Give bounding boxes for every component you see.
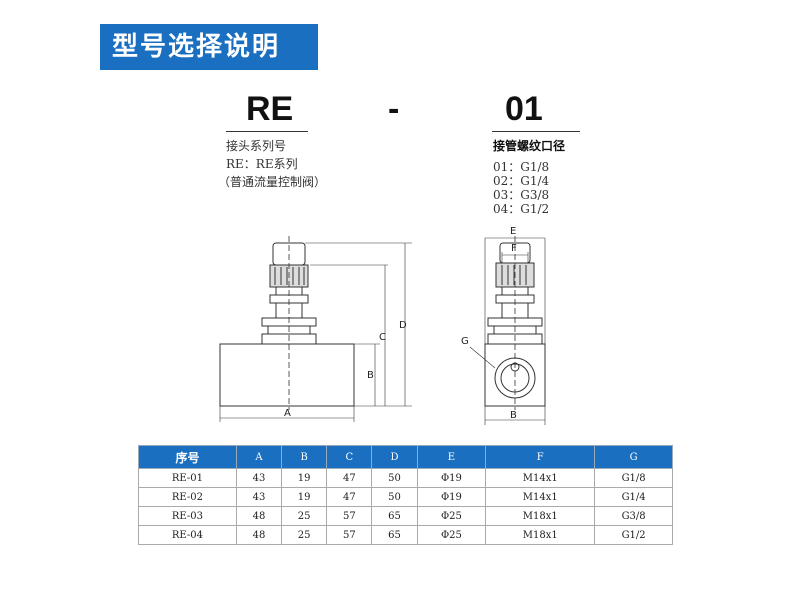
- col-header-g: G: [594, 445, 673, 469]
- prefix-underline: [226, 131, 308, 132]
- cell-e: Φ25: [416, 506, 487, 526]
- prefix-note-re: RE：RE系列: [226, 157, 298, 171]
- cell-a: 43: [235, 468, 283, 488]
- cell-model: RE-02: [138, 487, 237, 507]
- cell-c: 57: [326, 506, 373, 526]
- table-row: RE-02 43 19 47 50 Φ19 M14x1 G1/4: [138, 487, 673, 507]
- col-header-a: A: [235, 445, 283, 469]
- thread-option: 01：G1/8: [493, 160, 550, 174]
- cell-b: 25: [281, 525, 328, 545]
- cell-c: 47: [326, 468, 373, 488]
- side-view-drawing: [219, 236, 412, 422]
- col-header-e: E: [416, 445, 487, 469]
- prefix-note-desc: （普通流量控制阀）: [218, 175, 327, 189]
- cell-e: Φ19: [416, 487, 487, 507]
- cell-a: 48: [235, 506, 283, 526]
- cell-d: 65: [371, 525, 418, 545]
- cell-d: 50: [371, 468, 418, 488]
- table-row: RE-01 43 19 47 50 Φ19 M14x1 G1/8: [138, 468, 673, 488]
- table-row: RE-03 48 25 57 65 Φ25 M18x1 G3/8: [138, 506, 673, 526]
- dim-label-d: D: [399, 320, 407, 331]
- dim-label-a: A: [284, 408, 291, 419]
- cell-f: M14x1: [485, 468, 596, 488]
- dim-label-b-front: B: [510, 410, 517, 421]
- prefix-note-series: 接头系列号: [226, 139, 287, 153]
- model-code-suffix: 01: [505, 90, 543, 128]
- cell-c: 47: [326, 487, 373, 507]
- table-row: RE-04 48 25 57 65 Φ25 M18x1 G1/2: [138, 525, 673, 545]
- cell-e: Φ25: [416, 525, 487, 545]
- cell-d: 65: [371, 506, 418, 526]
- cell-g: G1/4: [594, 487, 673, 507]
- spec-table: 序号 A B C D E F G RE-01 43 19 47 50 Φ19 M…: [138, 445, 673, 545]
- cell-b: 25: [281, 506, 328, 526]
- cell-a: 43: [235, 487, 283, 507]
- section-title-banner: 型号选择说明: [100, 24, 318, 70]
- table-header-row: 序号 A B C D E F G: [138, 445, 673, 469]
- front-view-drawing: [469, 236, 546, 425]
- cell-a: 48: [235, 525, 283, 545]
- col-header-d: D: [371, 445, 418, 469]
- col-header-f: F: [485, 445, 596, 469]
- cell-model: RE-01: [138, 468, 237, 488]
- thread-option: 02：G1/4: [493, 174, 550, 188]
- dim-label-f: F: [511, 243, 517, 254]
- dim-label-g: G: [461, 336, 469, 347]
- dim-label-c: C: [379, 332, 386, 343]
- col-header-c: C: [326, 445, 373, 469]
- cell-model: RE-03: [138, 506, 237, 526]
- cell-e: Φ19: [416, 468, 487, 488]
- cell-d: 50: [371, 487, 418, 507]
- col-header-model: 序号: [138, 445, 237, 469]
- suffix-note-heading: 接管螺纹口径: [493, 139, 566, 153]
- cell-f: M18x1: [485, 525, 596, 545]
- dim-label-b: B: [367, 370, 374, 381]
- thread-option: 03：G3/8: [493, 188, 550, 202]
- cell-c: 57: [326, 525, 373, 545]
- cell-f: M18x1: [485, 506, 596, 526]
- model-code-separator: -: [388, 90, 400, 128]
- dim-label-e: E: [510, 226, 516, 237]
- technical-drawing: B C D A E F G B: [219, 226, 546, 425]
- cell-f: M14x1: [485, 487, 596, 507]
- suffix-underline: [492, 131, 580, 132]
- col-header-b: B: [281, 445, 328, 469]
- cell-g: G1/2: [594, 525, 673, 545]
- cell-g: G1/8: [594, 468, 673, 488]
- cell-model: RE-04: [138, 525, 237, 545]
- cell-b: 19: [281, 468, 328, 488]
- cell-b: 19: [281, 487, 328, 507]
- thread-option: 04：G1/2: [493, 202, 550, 216]
- model-code-prefix: RE: [246, 90, 294, 128]
- cell-g: G3/8: [594, 506, 673, 526]
